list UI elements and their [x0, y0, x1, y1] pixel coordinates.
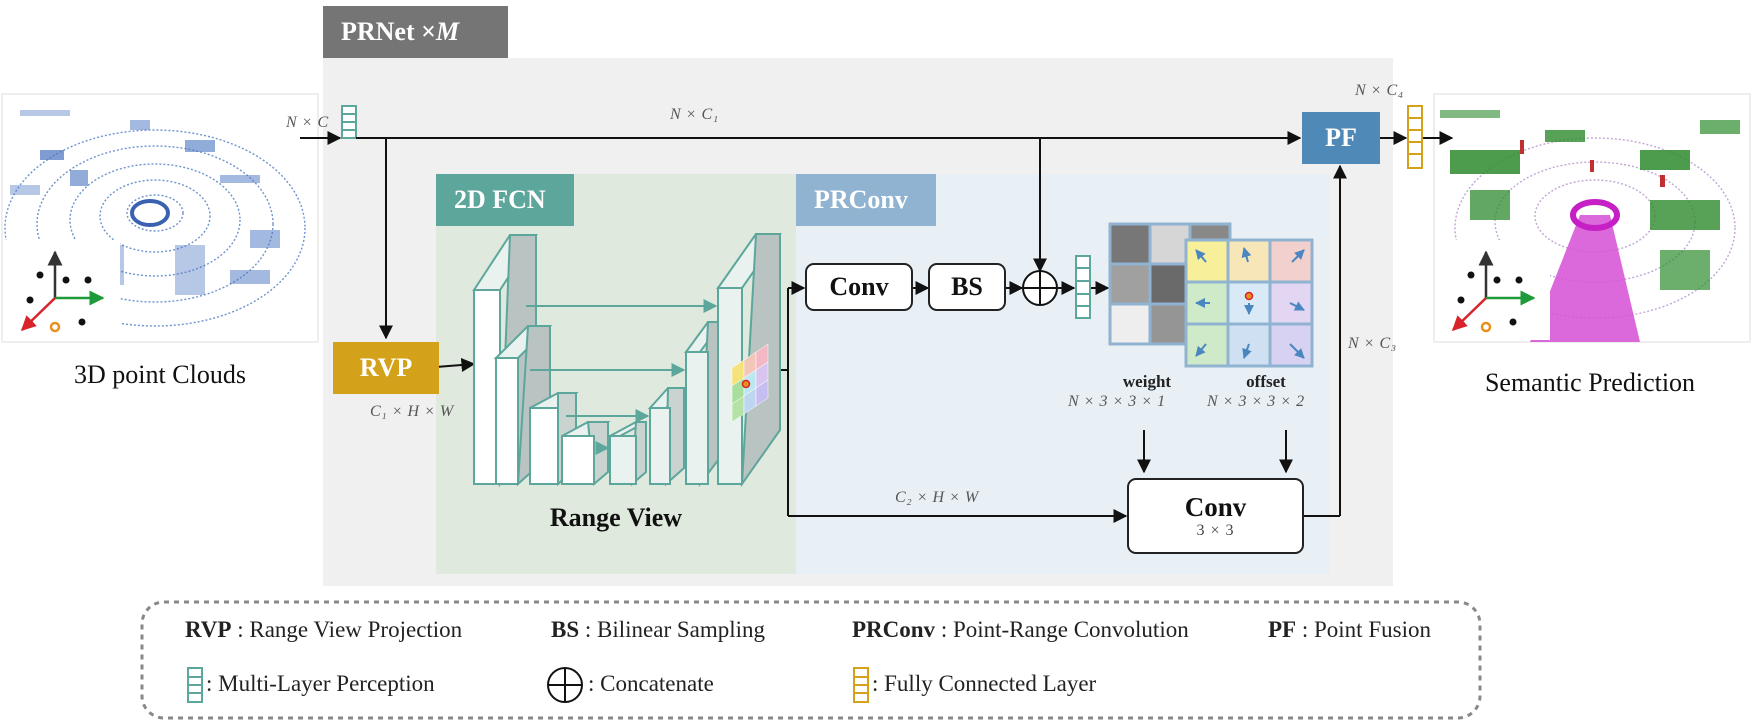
- fcn-title: 2D FCN: [436, 174, 574, 226]
- conv3x3-title: Conv: [1184, 492, 1247, 522]
- legend-rvp: RVP : Range View Projection: [185, 617, 463, 642]
- input-dim-label: N × C: [286, 114, 329, 131]
- input-point-cloud-image: [1, 93, 319, 343]
- conv-block: Conv: [805, 263, 913, 311]
- pf-block: PF: [1302, 112, 1380, 164]
- legend-prconv: PRConv : Point-Range Convolution: [852, 617, 1189, 642]
- bs-block: BS: [928, 263, 1006, 311]
- weight-dim-label: N × 3 × 3 × 1: [1068, 393, 1166, 410]
- mlp-icon-prconv: [1075, 255, 1091, 319]
- fcn-encoder-decoder: [472, 233, 782, 488]
- prnet-title: PRNet × M: [323, 6, 508, 58]
- legend-bs: BS : Bilinear Sampling: [551, 617, 766, 642]
- legend-concat: : Concatenate: [588, 671, 714, 696]
- prconv-title: PRConv: [796, 174, 936, 226]
- legend-fc: : Fully Connected Layer: [872, 671, 1097, 696]
- legend-box: [140, 600, 1482, 720]
- input-caption: 3D point Clouds: [74, 360, 246, 389]
- range-view-feature-cells: [731, 343, 769, 423]
- c1-dim-label: N × C₁: [670, 106, 719, 123]
- conv3x3-kernel: 3 × 3: [1196, 522, 1235, 539]
- offset-label: offset: [1246, 372, 1286, 391]
- output-caption: Semantic Prediction: [1484, 368, 1696, 397]
- mlp-icon-input: [341, 105, 357, 139]
- fc-legend-icon: [853, 667, 869, 703]
- concatenate-legend-icon: [547, 667, 583, 703]
- rvp-out-dim-label: C₁ × H × W: [370, 403, 454, 420]
- rvp-block: RVP: [333, 342, 439, 394]
- range-view-label: Range View: [549, 503, 683, 532]
- c4-dim-label: N × C₄: [1355, 82, 1404, 99]
- offset-dim-label: N × 3 × 3 × 2: [1207, 393, 1305, 410]
- c3-dim-label: N × C₃: [1348, 335, 1397, 352]
- mlp-legend-icon: [187, 667, 203, 703]
- weight-label: weight: [1122, 372, 1172, 391]
- fc-icon-output: [1407, 105, 1423, 169]
- c2-dim-label: C₂ × H × W: [895, 489, 979, 506]
- output-semantic-prediction-image: [1433, 93, 1751, 343]
- conv3x3-block: Conv 3 × 3: [1127, 478, 1304, 554]
- legend-pf: PF : Point Fusion: [1268, 617, 1431, 642]
- legend-mlp: : Multi-Layer Perception: [206, 671, 435, 696]
- concatenate-icon: [1022, 270, 1058, 306]
